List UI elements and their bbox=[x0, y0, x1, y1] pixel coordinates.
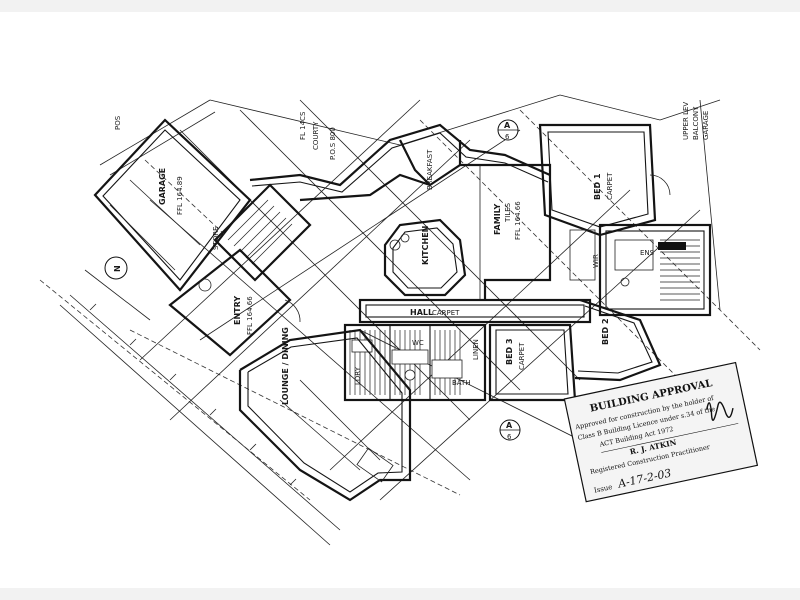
label-pos-note: POS bbox=[114, 115, 122, 130]
entry-stairs bbox=[168, 183, 312, 357]
kitchen-room bbox=[383, 218, 467, 297]
label-bath: BATH bbox=[452, 379, 471, 387]
dimension-ticks bbox=[89, 303, 297, 486]
grid-lines bbox=[139, 99, 761, 501]
label-breakfast: BREAKFAST bbox=[426, 149, 434, 190]
ensuite-zone bbox=[569, 223, 712, 317]
label-bed3-carpet: CARPET bbox=[518, 342, 526, 370]
label-pos: P.O.S 800 bbox=[329, 127, 337, 160]
signature-mark bbox=[706, 401, 734, 421]
label-wir: WIR bbox=[592, 254, 600, 268]
label-garage-ffl: FFL 164.89 bbox=[176, 176, 184, 215]
section-top-letter: A bbox=[504, 121, 511, 130]
label-garage: GARAGE bbox=[158, 168, 167, 205]
section-bottom-letter: A bbox=[506, 421, 513, 430]
stamp-date-label: Issue bbox=[593, 483, 613, 495]
courtyard-walls bbox=[249, 123, 551, 202]
section-bottom-num: 6 bbox=[507, 433, 512, 441]
label-store: STORE bbox=[212, 226, 220, 250]
label-bed3: BED 3 bbox=[505, 338, 514, 365]
label-ldry: LDRY bbox=[354, 366, 362, 385]
section-marker-top: A 6 bbox=[497, 119, 519, 141]
site-boundary bbox=[39, 94, 721, 546]
label-balcony: BALCONY bbox=[692, 106, 700, 140]
room-labels: GARAGE FFL 164.89 STORE ENTRY FFL 164.66… bbox=[114, 102, 710, 405]
label-fl-hrs: FL 14CS bbox=[299, 111, 307, 140]
garage-room bbox=[93, 118, 252, 292]
label-garage-right: GARAGE bbox=[702, 111, 710, 140]
wet-areas bbox=[343, 323, 487, 402]
label-family: FAMILY bbox=[493, 203, 502, 235]
family-room bbox=[460, 163, 552, 300]
label-bed1: BED 1 bbox=[593, 173, 602, 200]
bed1-room bbox=[538, 123, 671, 237]
label-wc: WC bbox=[412, 339, 424, 347]
lounge-dining-room bbox=[238, 328, 412, 502]
approval-stamp: BUILDING APPROVAL Approved for construct… bbox=[563, 361, 759, 503]
label-courty: COURTY bbox=[312, 121, 320, 150]
label-linen: LINEN bbox=[472, 339, 480, 360]
section-top-num: 6 bbox=[505, 133, 510, 141]
label-ens: ENS bbox=[640, 249, 655, 257]
north-letter: N bbox=[113, 265, 122, 272]
label-family-tiles: TILES bbox=[504, 202, 512, 223]
label-hall-carpet: CARPET bbox=[432, 309, 460, 317]
label-hall: HALL bbox=[410, 308, 433, 317]
label-lounge: LOUNGE / DINING bbox=[281, 327, 290, 405]
hall-corridor bbox=[358, 298, 592, 324]
label-bed1-carpet: CARPET bbox=[606, 172, 614, 200]
label-family-ffl: FFL 164.66 bbox=[514, 201, 522, 240]
label-upper: UPPER LEV bbox=[682, 102, 690, 140]
label-entry: ENTRY bbox=[233, 296, 242, 325]
label-kitchen: KITCHEN bbox=[421, 226, 430, 265]
label-entry-ffl: FFL 164.66 bbox=[246, 296, 254, 335]
section-marker-bottom: A 6 bbox=[499, 419, 521, 441]
north-marker: N bbox=[104, 256, 128, 280]
bed2-room bbox=[574, 298, 662, 382]
label-bed2: BED 2 bbox=[601, 318, 610, 345]
